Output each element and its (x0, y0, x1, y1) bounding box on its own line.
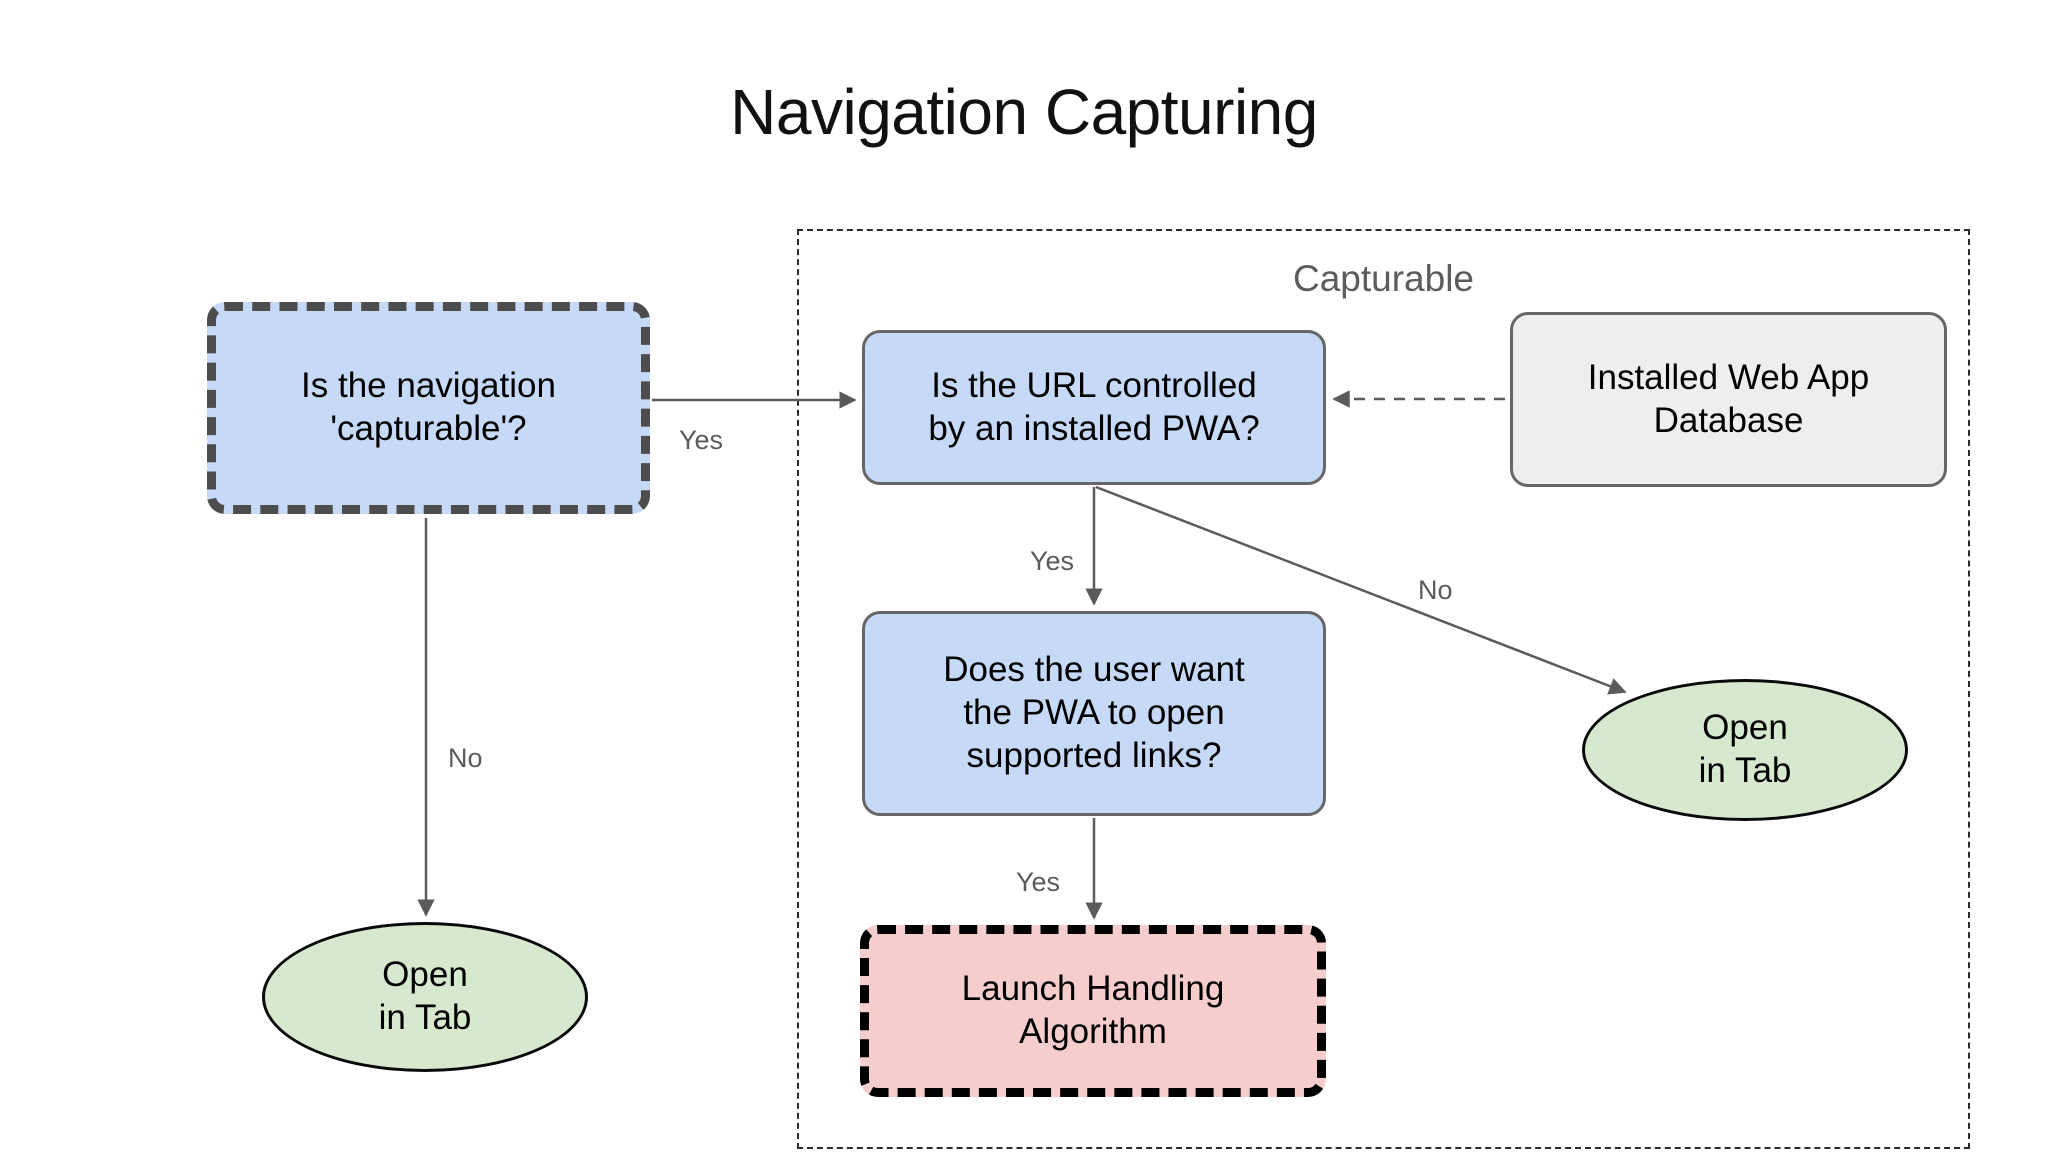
node-is-navigation-capturable[interactable]: Is the navigation 'capturable'? (207, 302, 650, 514)
node-label: Open in Tab (379, 954, 472, 1039)
page-title: Navigation Capturing (730, 76, 1318, 148)
node-open-in-tab-right[interactable]: Open in Tab (1582, 679, 1908, 821)
edge-label-url-to-user-want: Yes (1030, 546, 1075, 576)
node-does-user-want-pwa-open-links[interactable]: Does the user want the PWA to open suppo… (862, 611, 1326, 816)
edge-label-capturable-to-url: Yes (679, 425, 724, 455)
node-label: Is the navigation 'capturable'? (301, 365, 556, 450)
edge-label-user-want-to-launch: Yes (1016, 867, 1061, 897)
node-label-line1: Installed Web App (1587, 357, 1870, 397)
node-label-line2: the PWA to open (963, 693, 1225, 733)
node-label-line1: Open (1702, 708, 1788, 748)
capturable-group-container (797, 229, 1970, 1149)
node-label-line1: Open (382, 955, 468, 995)
node-label-line1: Is the navigation (301, 366, 556, 406)
node-label: Does the user want the PWA to open suppo… (943, 649, 1245, 777)
node-label-line1: Is the URL controlled (931, 365, 1257, 405)
node-label-line2: by an installed PWA? (928, 408, 1260, 448)
node-label-line2: in Tab (378, 998, 472, 1037)
node-label-line2: Algorithm (1019, 1012, 1167, 1051)
node-label: Is the URL controlled by an installed PW… (928, 365, 1259, 450)
edge-label-url-to-tab: No (1418, 575, 1453, 605)
node-label-line1: Does the user want (943, 650, 1245, 690)
edge-label-capturable-to-tab: No (448, 743, 483, 773)
node-label-line2: 'capturable'? (330, 409, 527, 448)
node-label-line2: in Tab (1698, 751, 1792, 790)
node-label: Installed Web App Database (1588, 357, 1870, 442)
node-label: Launch Handling Algorithm (962, 968, 1225, 1053)
node-open-in-tab-left[interactable]: Open in Tab (262, 922, 588, 1072)
capturable-group-label: Capturable (1292, 258, 1474, 299)
node-label-line3: supported links? (966, 735, 1222, 775)
node-is-url-controlled-by-pwa[interactable]: Is the URL controlled by an installed PW… (862, 330, 1326, 485)
node-label: Open in Tab (1699, 707, 1792, 792)
node-launch-handling-algorithm[interactable]: Launch Handling Algorithm (860, 925, 1326, 1097)
node-label-line1: Launch Handling (961, 969, 1225, 1009)
node-installed-web-app-database[interactable]: Installed Web App Database (1510, 312, 1947, 487)
node-label-line2: Database (1653, 400, 1804, 440)
